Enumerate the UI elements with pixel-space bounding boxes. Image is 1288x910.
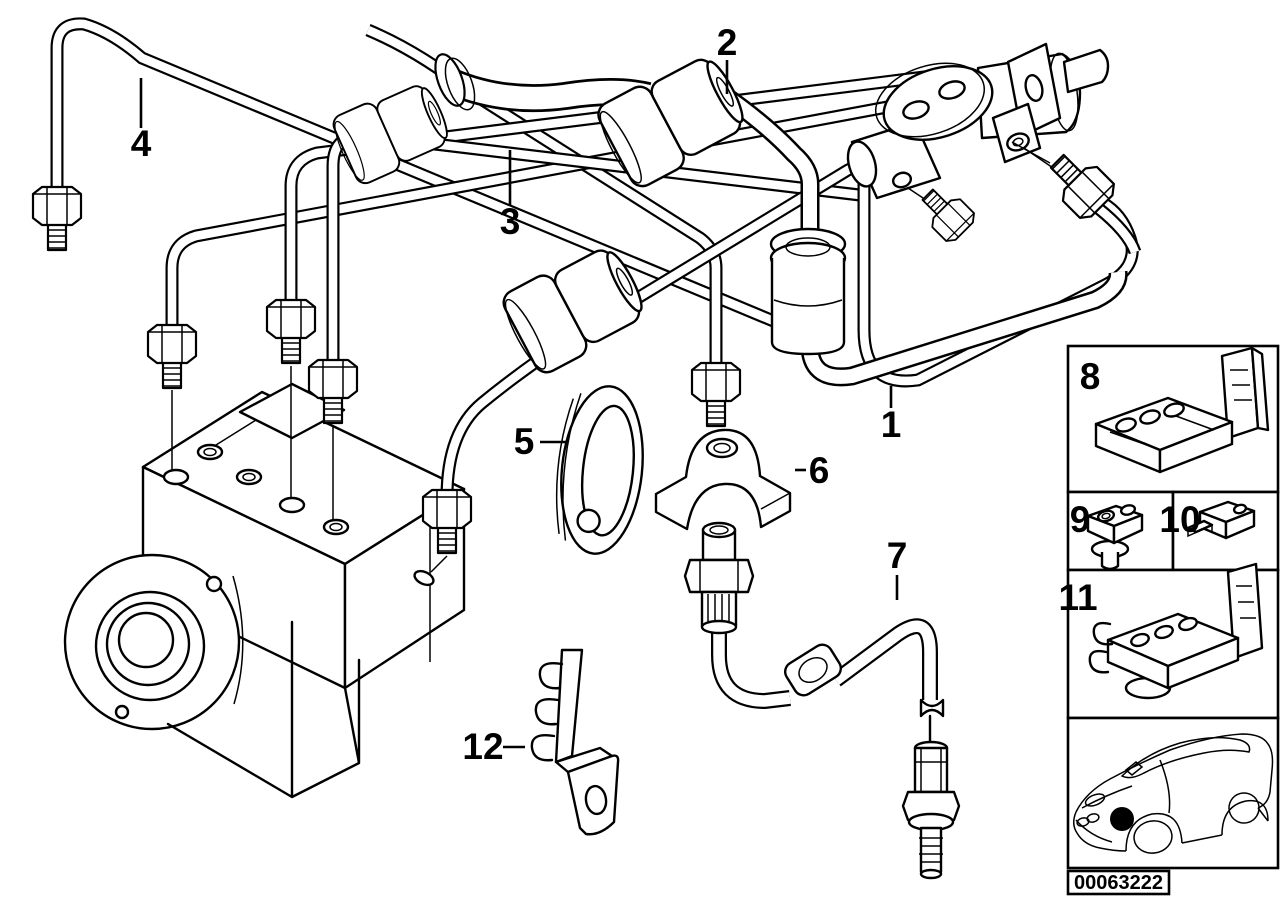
bracket-12-drawing	[530, 648, 620, 836]
insulator-bushing-middle	[502, 249, 643, 374]
legend-label-9: 9	[1070, 499, 1091, 540]
pipe-clip-comb-icon	[1088, 562, 1264, 700]
brake-pipe-left-drawing	[165, 93, 927, 333]
pipe-clip-small-icon	[1186, 500, 1256, 540]
insulator-bushing-top-left	[332, 85, 448, 185]
clamp-6-drawing	[654, 428, 792, 531]
callout-4-label: 4	[131, 123, 152, 164]
callout-6-label: 6	[809, 450, 830, 491]
insulator-bushing-top-right	[597, 58, 744, 188]
callout-1-label: 1	[881, 404, 902, 445]
diagram-code-box	[1066, 869, 1171, 896]
brake-hose-7-drawing	[683, 521, 961, 880]
diagram-code: 00063222	[1074, 872, 1163, 894]
brake-pipe-4-drawing	[50, 17, 798, 337]
assembly-alignment-lines	[171, 141, 1051, 587]
location-dot	[1110, 807, 1134, 831]
abs-unit-drawing	[63, 382, 466, 799]
callout-7-label: 7	[887, 535, 908, 576]
firewall-coupler-drawing	[769, 227, 847, 356]
legend-panel: 8 9 10 11 00063222	[1058, 344, 1280, 896]
pipe-clip-grommet-icon	[1086, 504, 1144, 571]
legend-label-11: 11	[1058, 577, 1097, 618]
callout-3-label: 3	[500, 201, 521, 242]
callout-12-label: 12	[462, 726, 503, 767]
callout-2-label: 2	[717, 22, 738, 63]
brake-pipe-mid-drawing	[284, 68, 941, 308]
pipe-clip-large-icon	[1094, 346, 1270, 474]
legend-label-10: 10	[1159, 499, 1200, 540]
callouts: 1 2 3 4 5 6 7 12	[131, 22, 908, 767]
legend-label-8: 8	[1080, 356, 1101, 397]
callout-5-label: 5	[514, 421, 535, 462]
car-front-left-locator-icon	[1073, 733, 1274, 854]
grommet-5-drawing	[555, 385, 644, 555]
abs-pump-motor	[63, 553, 241, 731]
